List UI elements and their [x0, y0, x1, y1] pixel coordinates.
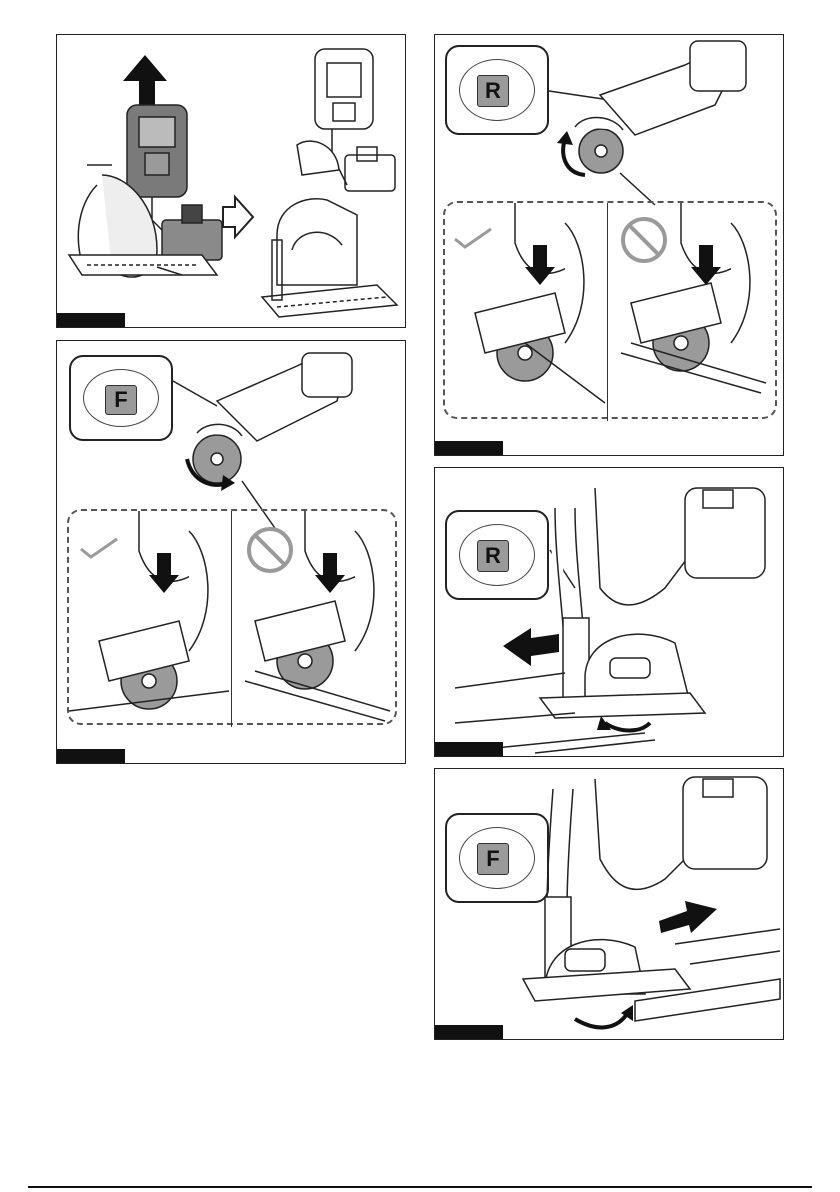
correct-cut-illustration: [445, 203, 605, 421]
saw-with-battery: [69, 105, 222, 277]
incorrect-cut-illustration: [611, 203, 771, 421]
incorrect-cut-illustration: [235, 511, 395, 727]
comparison-box: [443, 201, 777, 419]
correct-cut-illustration: [69, 511, 229, 727]
saw-base: [262, 199, 397, 317]
next-step-arrow-icon: [223, 197, 253, 237]
figure-number-tag: [435, 742, 503, 756]
figure-reverse-cut: R: [434, 34, 784, 456]
reverse-cut-overview: [435, 35, 785, 205]
reverse-push-illustration: [435, 468, 785, 758]
right-arrow-icon: [659, 901, 717, 933]
battery-removal-illustration: [57, 35, 407, 329]
figure-forward-push: F: [434, 768, 784, 1040]
figure-number-tag: [435, 1025, 503, 1039]
figure-forward-cut: F: [56, 340, 406, 764]
page-bottom-rule: [28, 1186, 812, 1188]
figure-number-tag: [57, 749, 125, 763]
rotation-arrow-icon: [597, 716, 650, 731]
removed-battery: [297, 49, 395, 191]
figure-number-tag: [435, 441, 503, 455]
figure-number-tag: [57, 313, 125, 327]
comparison-divider: [231, 511, 232, 727]
forward-push-illustration: [435, 769, 785, 1041]
comparison-divider: [607, 203, 608, 421]
rotation-arrow-icon: [575, 1005, 633, 1027]
comparison-box: [67, 509, 397, 725]
figure-reverse-push: R: [434, 467, 784, 757]
left-arrow-icon: [503, 628, 559, 666]
figure-battery-removal: [56, 34, 406, 328]
forward-cut-overview: [57, 341, 407, 511]
